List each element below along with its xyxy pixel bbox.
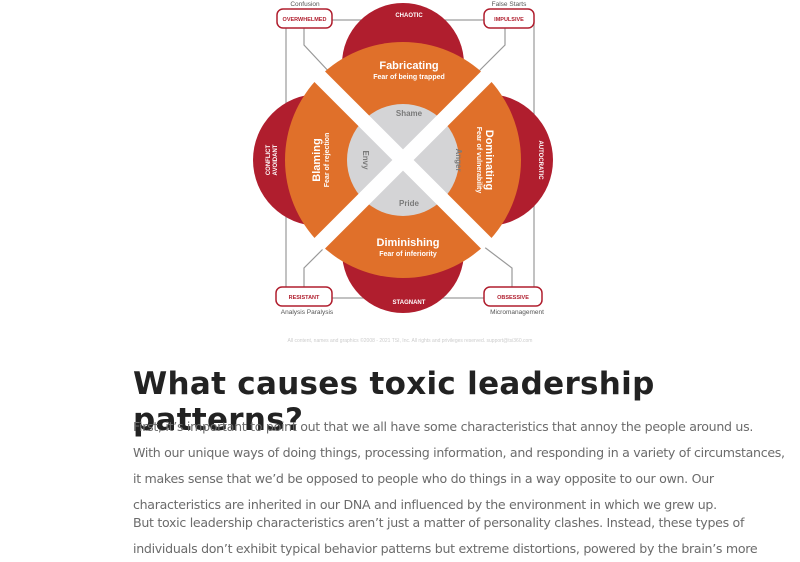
diminishing-title: Diminishing <box>377 237 440 249</box>
paragraph-line: But toxic leadership characteristics are… <box>133 515 745 530</box>
fabricating-subtitle: Fear of being trapped <box>373 74 445 81</box>
outer-autocratic: AUTOCRATIC <box>537 140 543 180</box>
confusion-caption: Confusion <box>290 1 320 8</box>
paragraph-line: individuals don’t exhibit typical behavi… <box>133 541 758 556</box>
paragraph-line: it makes sense that we’d be opposed to p… <box>133 471 714 486</box>
paragraph-line: First, it’s important to point out that … <box>133 419 754 434</box>
impulsive-badge: IMPULSIVE <box>494 17 524 23</box>
outer-avoidant: AVOIDANT <box>273 144 279 175</box>
paragraph-line: With our unique ways of doing things, pr… <box>133 445 785 460</box>
fabricating-title: Fabricating <box>379 60 438 72</box>
dominating-title: Dominating <box>483 130 495 191</box>
label-anger: Anger <box>454 148 463 171</box>
diminishing-subtitle: Fear of inferiority <box>379 251 437 258</box>
paragraph-line: characteristics are inherited in our DNA… <box>133 497 717 512</box>
outer-stagnant: STAGNANT <box>393 300 426 306</box>
section-heading: What causes toxic leadership patterns? <box>133 366 655 438</box>
analysis-paralysis-caption: Analysis Paralysis <box>281 309 334 316</box>
white-x <box>312 69 494 251</box>
outer-chaotic: CHAOTIC <box>395 13 423 19</box>
resistant-badge: RESISTANT <box>289 295 320 301</box>
obsessive-badge: OBSESSIVE <box>497 295 529 301</box>
false-starts-caption: False Starts <box>492 1 527 8</box>
label-envy: Envy <box>361 150 370 170</box>
overwhelmed-badge: OVERWHELMED <box>283 17 327 23</box>
micromanagement-caption: Micromanagement <box>490 309 544 316</box>
paragraph-2: But toxic leadership characteristics are… <box>133 510 758 562</box>
dominating-subtitle: Fear of vulnerability <box>475 127 482 194</box>
toxic-leadership-diagram: Shame Pride Envy Anger Fabricating Fear … <box>253 1 553 316</box>
label-shame: Shame <box>396 109 423 118</box>
blaming-title: Blaming <box>311 138 323 181</box>
paragraph-1: First, it’s important to point out that … <box>133 414 785 518</box>
outer-conflict: CONFLICT <box>266 145 272 176</box>
label-pride: Pride <box>399 199 420 208</box>
copyright-notice: All content, names and graphics ©2008 - … <box>287 338 533 344</box>
blaming-subtitle: Fear of rejection <box>324 133 331 187</box>
